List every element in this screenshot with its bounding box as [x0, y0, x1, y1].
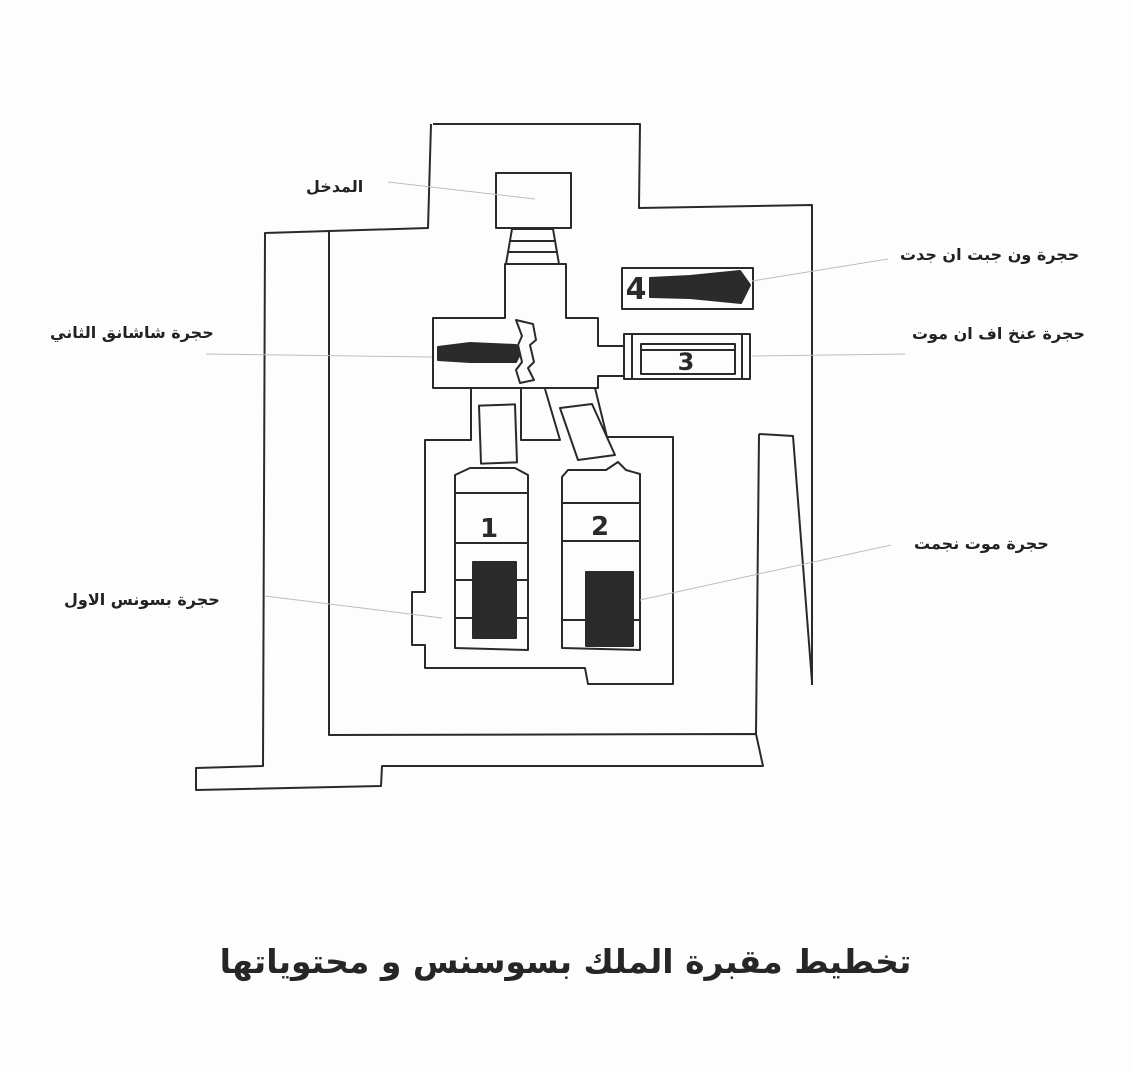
chamber-3-outline [623, 333, 751, 380]
passage-joint [515, 319, 537, 384]
sarcophagus-2 [585, 571, 634, 647]
outer-enclosure-left-wall [195, 123, 764, 791]
room-number-4: 4 [626, 272, 647, 307]
shoshenq-coffin [437, 342, 520, 363]
leader-entrance [387, 181, 536, 200]
leader-chamber-3 [751, 353, 906, 357]
page-title: تخطيط مقبرة الملك بسوسنس و محتوياتها [219, 942, 912, 981]
outer-enclosure-wall [433, 123, 813, 685]
leader-shoshenq [205, 353, 433, 358]
leader-chamber-4 [751, 258, 889, 282]
label-chamber-ankhefenmut: حجرة عنخ اف ان موت [912, 324, 1085, 343]
entrance-shaft [495, 172, 572, 229]
corridor-divider [520, 388, 561, 441]
passage-block-west [477, 403, 519, 465]
leader-psusennes [264, 595, 443, 619]
chamber-1-outline [454, 467, 529, 651]
leader-mutnedjmet [639, 544, 892, 601]
label-chamber-shoshenq: حجرة شاشانق الثاني [50, 323, 214, 342]
label-chamber-psusennes: حجرة بسونس الاول [64, 590, 220, 609]
room-number-3: 3 [678, 348, 695, 376]
chamber-4-outline [621, 267, 754, 310]
label-entrance: المدخل [306, 177, 364, 196]
room-number-1: 1 [480, 514, 498, 544]
passage-block-east [559, 403, 616, 461]
label-chamber-mutnedjmet: حجرة موت نجمت [914, 534, 1049, 553]
corridor-west [411, 387, 674, 685]
sarcophagus-1 [472, 561, 517, 639]
chamber-4-coffin [649, 270, 751, 304]
entrance-stairs [505, 228, 560, 265]
chamber-2-outline [561, 461, 641, 651]
east-inner-wall [755, 433, 813, 735]
label-chamber-wendjebauendjed: حجرة ون جبت ان جدت [900, 245, 1080, 264]
room-number-2: 2 [591, 512, 609, 542]
